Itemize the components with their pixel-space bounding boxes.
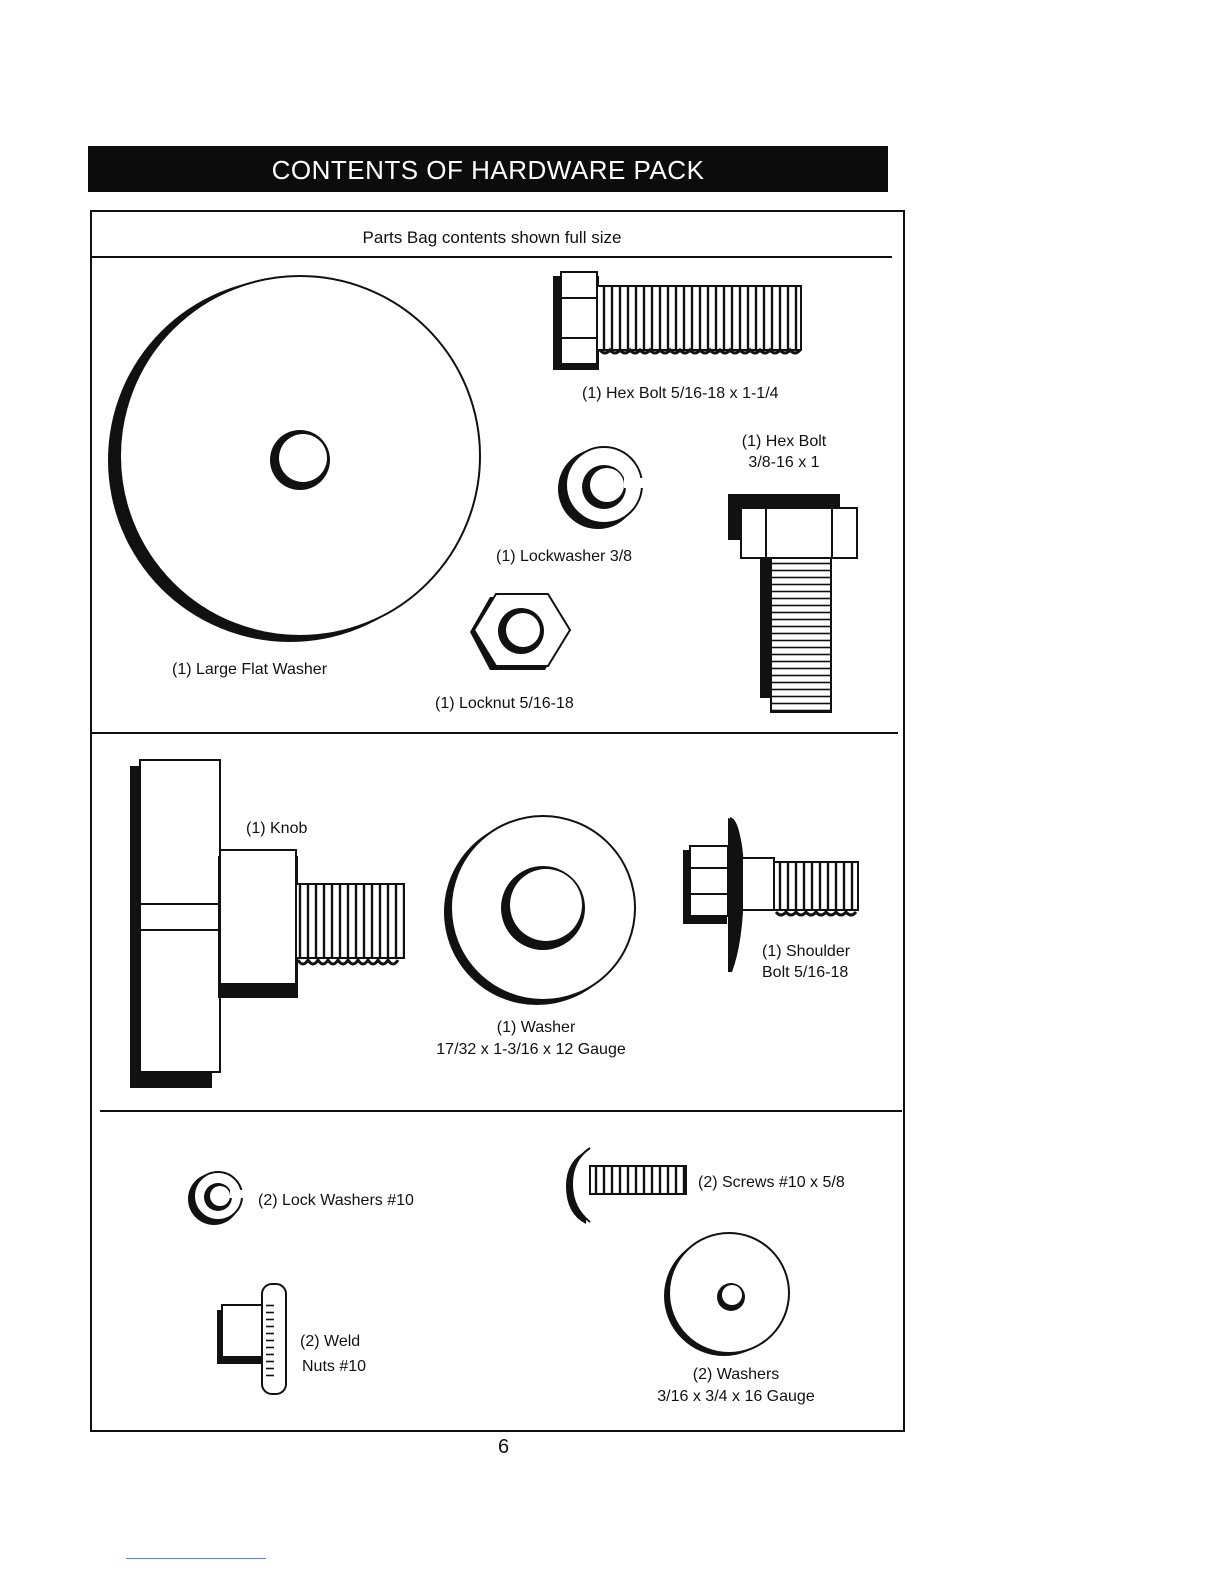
hex-bolt-long-label: (1) Hex Bolt 5/16-18 x 1-1/4 (582, 385, 779, 402)
section-title: CONTENTS OF HARDWARE PACK (88, 146, 888, 192)
screw-icon (566, 1147, 687, 1224)
locknut-icon (470, 593, 572, 670)
parts-panel (90, 210, 905, 1432)
lockwasher-label: (1) Lockwasher 3/8 (496, 548, 633, 565)
small-washer-icon (664, 1232, 790, 1356)
hex-bolt-short-size: 3/8-16 x 1 (748, 454, 820, 471)
lock-washers-label: (2) Lock Washers #10 (258, 1192, 414, 1209)
small-washers-size: 3/16 x 3/4 x 16 Gauge (657, 1388, 815, 1405)
footer-rule (126, 1558, 266, 1559)
weld-nut-icon (217, 1283, 287, 1395)
shoulder-bolt-label: (1) Shoulder (762, 943, 851, 960)
panel-subtitle: Parts Bag contents shown full size (92, 212, 892, 258)
shoulder-bolt-icon (683, 817, 859, 972)
shoulder-bolt-size: Bolt 5/16-18 (762, 964, 849, 981)
section-divider-1 (92, 732, 898, 734)
lockwasher-icon (558, 446, 652, 529)
section-divider-2 (100, 1110, 902, 1112)
washer-icon (444, 815, 636, 1005)
hex-bolt-long-icon (553, 271, 802, 370)
screws-label: (2) Screws #10 x 5/8 (698, 1174, 845, 1191)
page-number: 6 (498, 1436, 510, 1458)
weld-nuts-label: (2) Weld (300, 1333, 361, 1350)
washer-size: 17/32 x 1-3/16 x 12 Gauge (436, 1041, 626, 1058)
knob-label: (1) Knob (246, 820, 308, 837)
small-washers-label: (2) Washers (692, 1366, 780, 1383)
hex-bolt-short-icon (728, 494, 858, 713)
locknut-label: (1) Locknut 5/16-18 (435, 695, 574, 712)
large-flat-washer-label: (1) Large Flat Washer (172, 661, 328, 678)
lock-washer-small-icon (188, 1171, 248, 1225)
weld-nuts-size: Nuts #10 (302, 1358, 367, 1375)
washer-label: (1) Washer (496, 1019, 576, 1036)
hex-bolt-short-label: (1) Hex Bolt (741, 433, 827, 450)
knob-icon (130, 759, 405, 1088)
large-flat-washer-icon (108, 275, 481, 642)
